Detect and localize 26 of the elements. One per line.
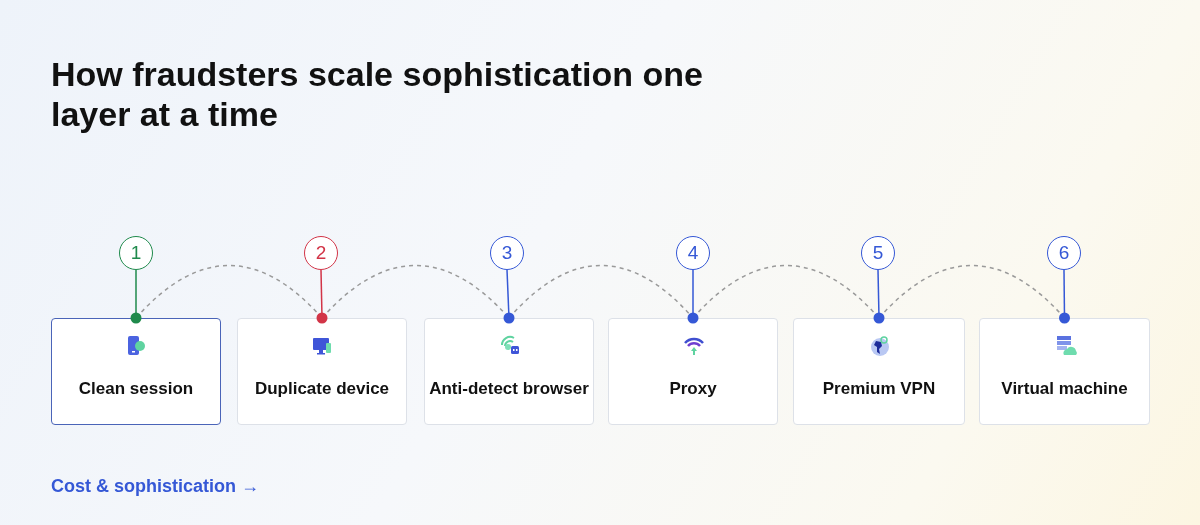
connector-line bbox=[1059, 269, 1070, 324]
step-card bbox=[793, 318, 965, 425]
step-card bbox=[237, 318, 407, 425]
title: How fraudsters scale sophistication one layer at a time bbox=[51, 54, 704, 134]
step-number: 6 bbox=[1047, 236, 1081, 270]
axis-note: Cost & sophistication → bbox=[51, 476, 259, 497]
step-number: 4 bbox=[676, 236, 710, 270]
step-label: Premium VPN bbox=[821, 378, 937, 399]
step-number: 5 bbox=[861, 236, 895, 270]
step-label: Proxy bbox=[668, 378, 718, 399]
step-label: Duplicate device bbox=[253, 378, 391, 399]
step-card bbox=[51, 318, 221, 425]
step-card bbox=[979, 318, 1150, 425]
step-label: Virtual machine bbox=[1000, 378, 1129, 399]
step-label: Anti-detect browser bbox=[428, 378, 590, 399]
connector-line bbox=[873, 269, 885, 324]
step-number: 1 bbox=[119, 236, 153, 270]
connector-line bbox=[687, 269, 699, 324]
step-number: 2 bbox=[304, 236, 338, 270]
step-card bbox=[608, 318, 778, 425]
connector-line bbox=[316, 269, 328, 324]
connector-line bbox=[503, 269, 515, 324]
step-card bbox=[424, 318, 594, 425]
step-number: 3 bbox=[490, 236, 524, 270]
step-label: Clean session bbox=[77, 378, 195, 399]
connector-line bbox=[130, 269, 142, 324]
